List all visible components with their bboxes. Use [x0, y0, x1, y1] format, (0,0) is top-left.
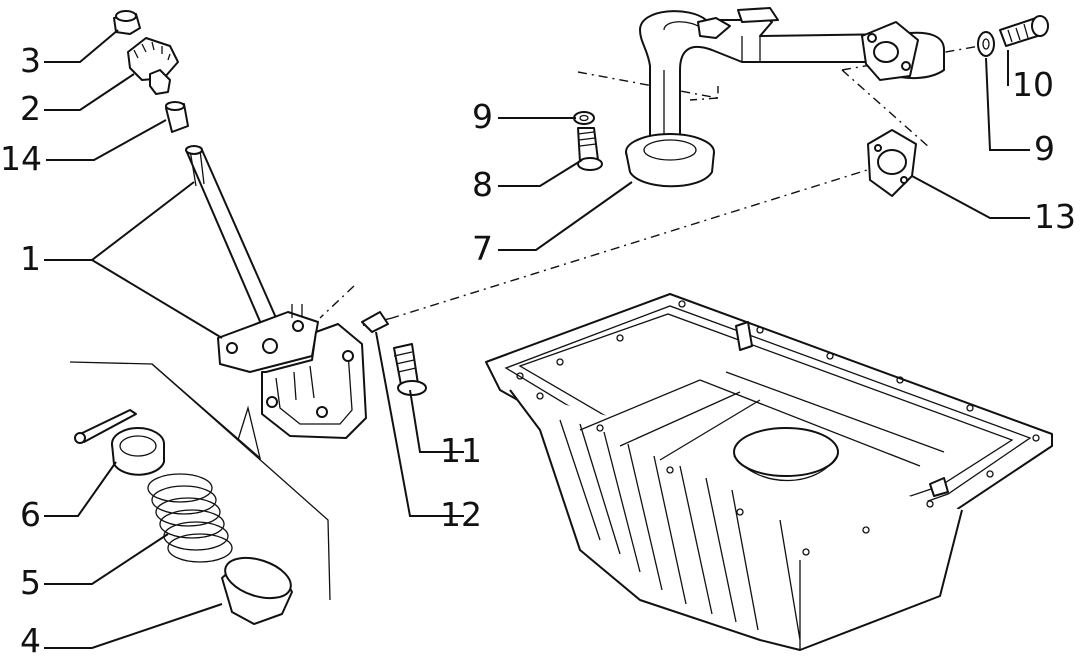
callout-8: 8 — [472, 165, 493, 204]
oil-pump-strainer-assembly — [185, 145, 367, 439]
callout-9-left: 9 — [472, 97, 493, 136]
pump-gear-parts — [113, 10, 189, 133]
callout-10: 10 — [1012, 65, 1054, 104]
callout-1: 1 — [20, 239, 41, 278]
oil-pickup-pipe — [625, 7, 945, 188]
callout-3: 3 — [20, 41, 41, 80]
callout-6: 6 — [20, 495, 41, 534]
callout-9-right: 9 — [1034, 129, 1055, 168]
callout-labels: 3 2 14 1 6 5 4 9 8 7 11 12 10 9 13 — [0, 41, 1076, 660]
gasket-13 — [867, 129, 917, 197]
flange-bolt-holes — [516, 300, 1040, 556]
oil-sump-pan — [485, 293, 1053, 651]
relief-valve-parts — [69, 361, 331, 625]
spring-coils — [147, 473, 233, 563]
callout-2: 2 — [20, 89, 41, 128]
callout-14: 14 — [0, 139, 42, 178]
callout-5: 5 — [20, 563, 41, 602]
callout-13: 13 — [1034, 197, 1076, 236]
leader-lines — [44, 29, 1030, 649]
callout-7: 7 — [472, 229, 493, 268]
callout-4: 4 — [20, 621, 41, 660]
callout-12: 12 — [440, 495, 482, 534]
callout-11: 11 — [440, 431, 482, 470]
fasteners — [361, 15, 1049, 396]
